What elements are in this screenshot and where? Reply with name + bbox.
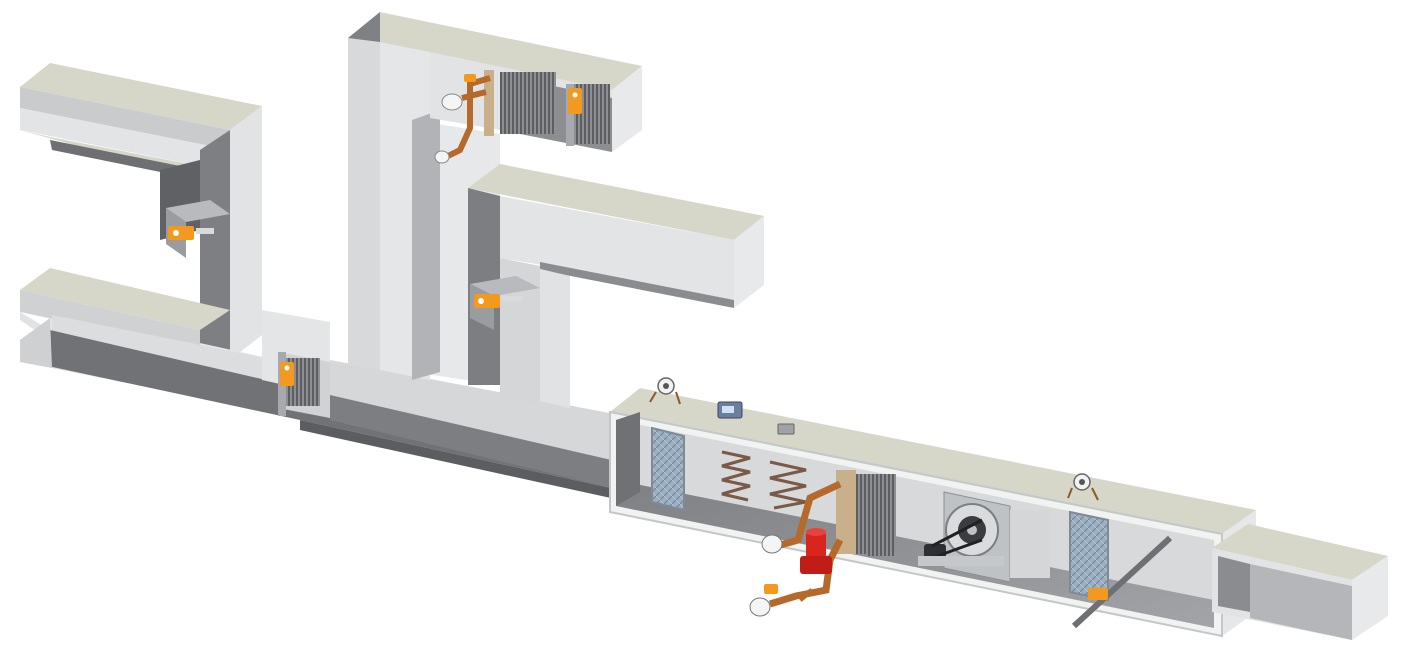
panel-filter-icon: [1069, 510, 1109, 602]
roof-junction-box: [777, 423, 795, 435]
circulation-pump-icon: [806, 532, 826, 558]
reheat-coil-top: [434, 70, 556, 164]
panel-filter-outlet: [1069, 510, 1109, 602]
damper-actuator-icon: [1088, 588, 1108, 600]
outlet-duct: [1212, 524, 1388, 640]
ahu-damper-section: [866, 474, 894, 556]
circulation-pump: [800, 528, 832, 574]
damper-actuator-icon: [168, 226, 194, 240]
control-panel: [717, 401, 743, 419]
damper-actuator-icon: [280, 362, 294, 386]
left-upper-branch-duct: [20, 63, 262, 360]
heating-coil-icon: [721, 450, 751, 502]
vav-damper-trunk: [278, 352, 330, 418]
roof-pressure-sensor-left: [649, 377, 681, 405]
coil-fins-icon: [484, 70, 494, 136]
roof-pressure-sensor-right: [1067, 473, 1099, 501]
damper-actuator-icon: [474, 294, 500, 308]
outlet-damper: [1071, 535, 1173, 629]
vav-damper-middle: [470, 276, 540, 330]
copper-pipe-icon: [446, 75, 491, 159]
panel-filter-icon: [651, 426, 685, 512]
coil-fins-icon: [836, 470, 856, 554]
panel-filter-intake: [651, 426, 685, 512]
vav-damper-left-upper: [166, 200, 230, 258]
middle-branch-duct: [468, 164, 764, 408]
damper-actuator-icon: [568, 88, 582, 114]
main-supply-trunk: [20, 268, 640, 500]
centrifugal-fan: [918, 491, 1050, 583]
copper-pipe-icon: [769, 480, 842, 552]
vav-damper-top-right: [566, 84, 610, 146]
air-handling-unit: [609, 388, 1256, 638]
